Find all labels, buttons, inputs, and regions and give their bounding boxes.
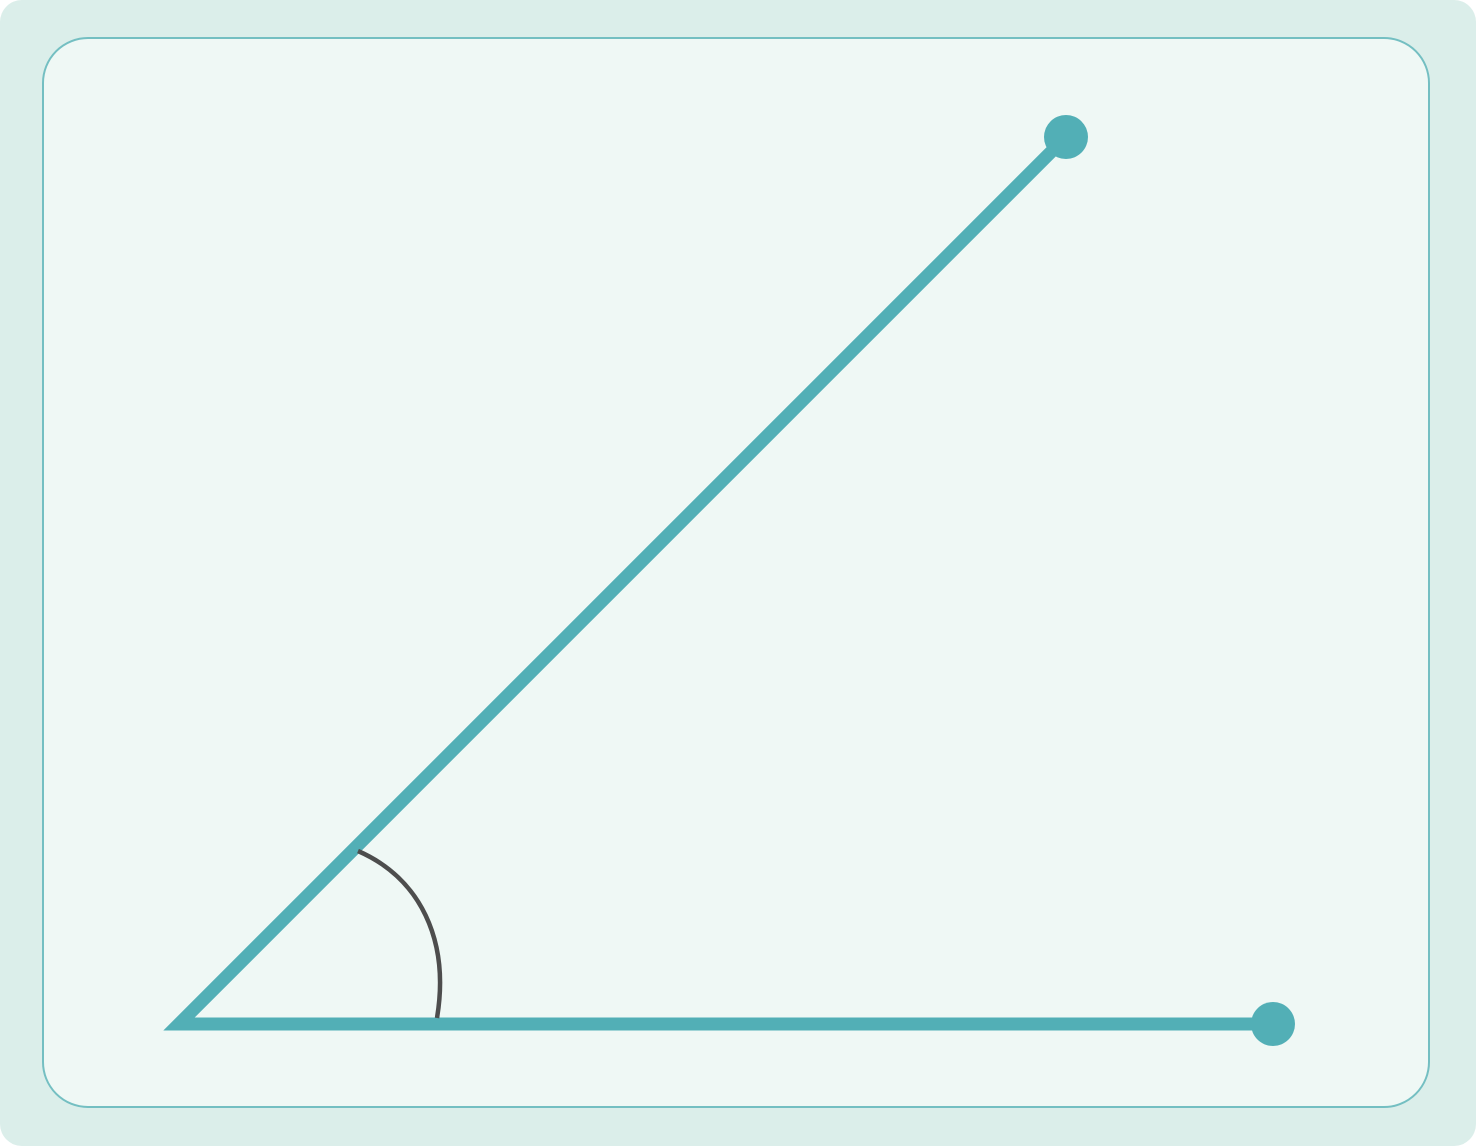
angle-arc-marker [357, 848, 443, 1019]
ray-endpoint-right[interactable] [1251, 1002, 1295, 1046]
ray-endpoint-top[interactable] [1044, 115, 1088, 159]
angle-rays [163, 132, 1273, 1031]
